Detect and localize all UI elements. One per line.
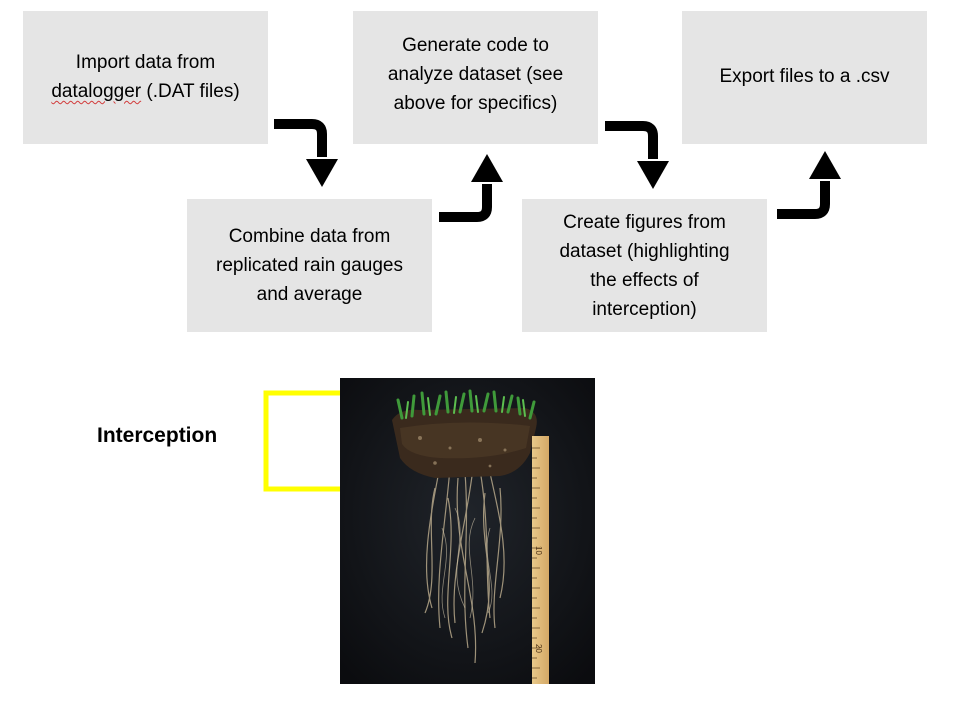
step-combine-box: Combine data from replicated rain gauges… [187, 199, 432, 332]
step-combine-line1: Combine data from [228, 226, 391, 247]
turf-core-illustration: 10 20 [340, 378, 595, 684]
step-import-line1: Import data from [75, 52, 216, 73]
step-import-line2: datalogger (.DAT files) [51, 77, 239, 106]
step-generate-line2: analyze dataset (see [387, 64, 564, 85]
curved-arrow-down-icon [605, 121, 669, 189]
step-figures-line4: interception) [592, 298, 697, 320]
ruler-mark-10: 10 [534, 546, 543, 555]
step-combine-line2: replicated rain gauges [216, 255, 403, 276]
step-import-spellcheck-word: datalogger [51, 81, 142, 102]
curved-arrow-up-icon [439, 154, 503, 222]
curved-arrow-down-icon [274, 119, 338, 187]
yellow-bracket-icon [263, 390, 369, 492]
step-generate-line1: Generate code to [402, 35, 549, 56]
step-figures-box: Create figures from dataset (highlightin… [522, 199, 767, 332]
curved-arrow-up-icon [777, 151, 841, 219]
step-generate-line3: above for specifics) [393, 93, 558, 114]
interception-label: Interception [97, 424, 218, 447]
step-figures-line2: dataset (highlighting [559, 240, 730, 262]
step-figures-line3: the effects of [590, 269, 699, 291]
turf-core-photo: 10 20 [340, 378, 595, 684]
step-combine-line3: and average [256, 284, 363, 305]
step-export-box: Export files to a .csv [682, 11, 927, 144]
step-import-line2-rest: (.DAT files) [141, 81, 240, 102]
ruler-mark-20: 20 [534, 644, 543, 653]
step-generate-box: Generate code to analyze dataset (see ab… [353, 11, 598, 144]
step-figures-line1: Create figures from [563, 211, 726, 233]
step-export-line1: Export files to a .csv [719, 66, 890, 87]
step-import-box: Import data from datalogger (.DAT files) [23, 11, 268, 144]
